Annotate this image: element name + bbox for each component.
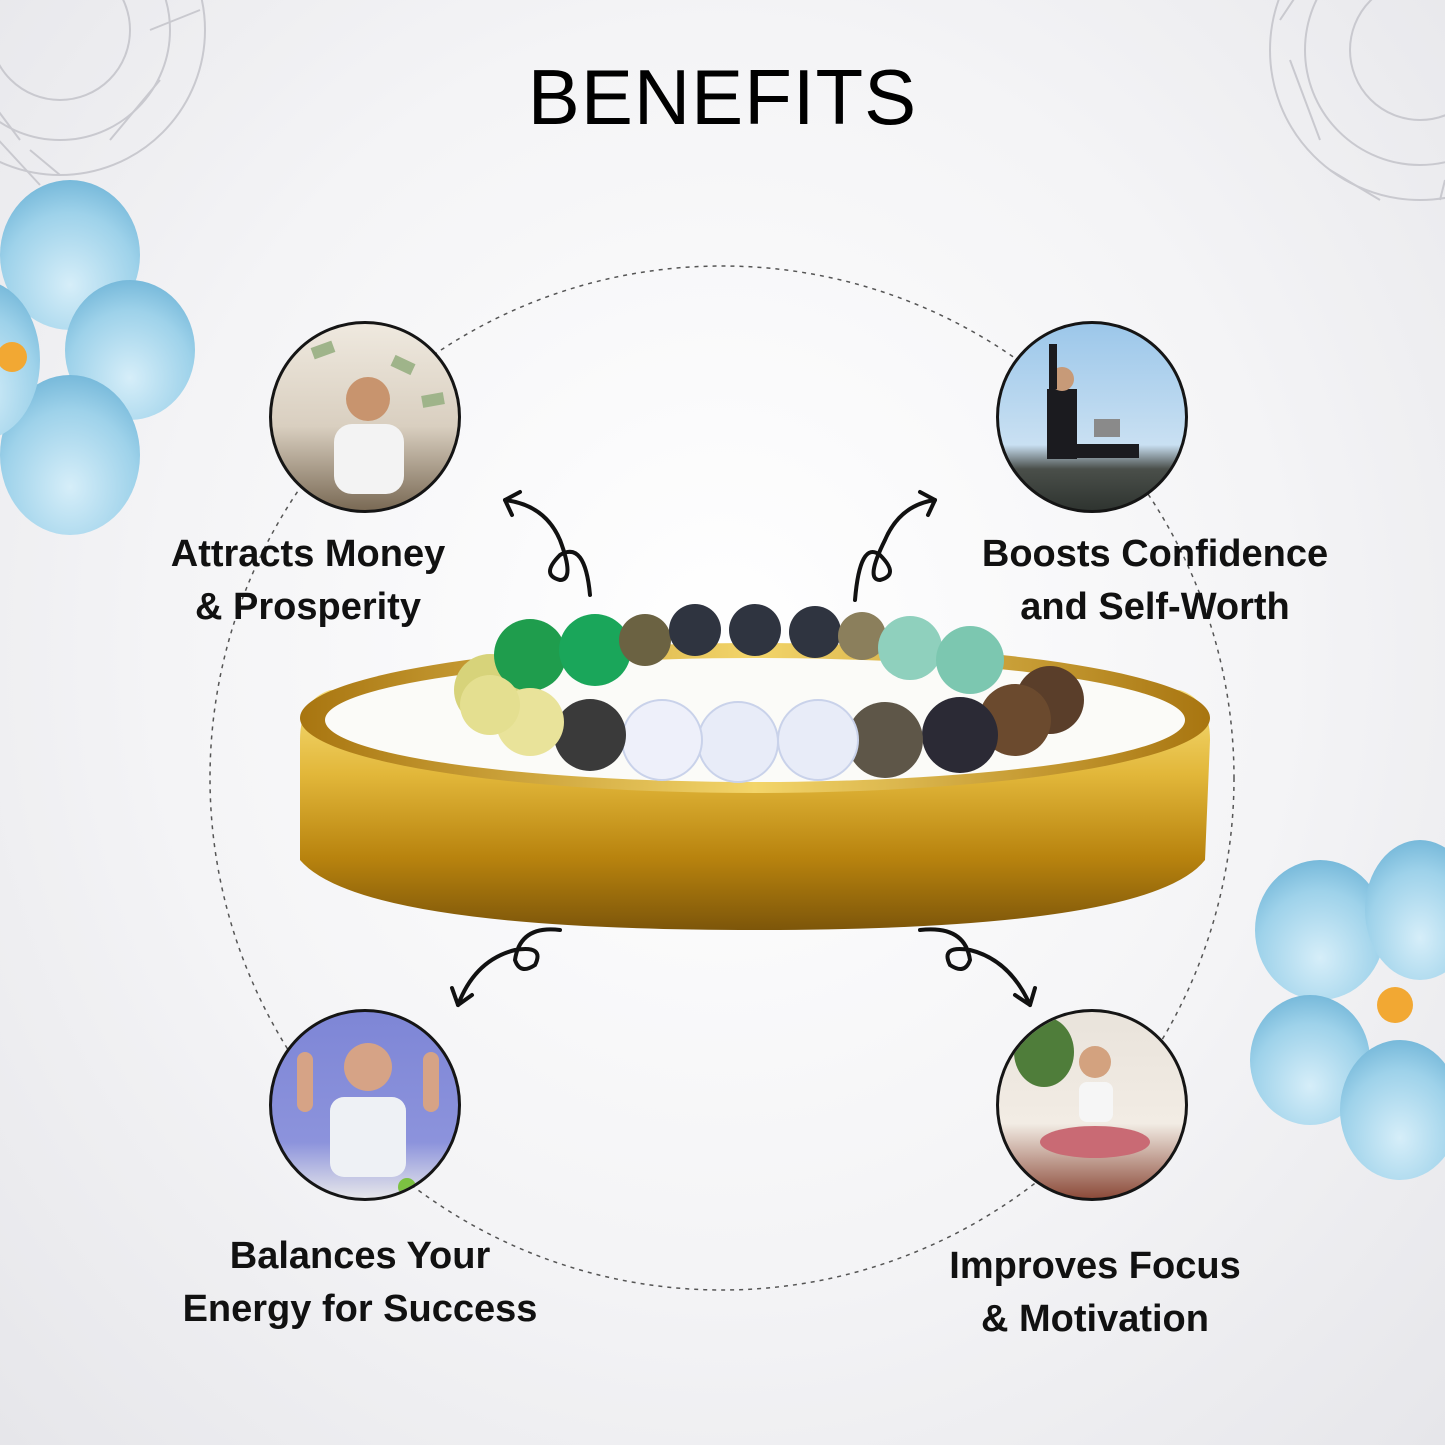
curly-arrow-icon — [1013, 986, 1037, 1007]
curly-arrow-icon — [853, 498, 937, 602]
flower-icon — [1250, 840, 1445, 1180]
benefit-label-focus: Improves Focus & Motivation — [949, 1245, 1241, 1340]
meditating-woman-photo-icon — [996, 1009, 1188, 1201]
dashed-ring — [209, 265, 1235, 1291]
curly-arrow-icon — [503, 490, 522, 517]
curly-arrow-icon — [918, 927, 1032, 1007]
mandala-ornament-icon — [0, 0, 206, 186]
curly-arrow-icon — [456, 927, 562, 1007]
benefit-label-energy: Balances Your Energy for Success — [182, 1235, 538, 1330]
confident-businessman-photo-icon — [996, 321, 1188, 513]
curly-arrow-icon — [918, 490, 937, 517]
gemstone-bracelet — [454, 604, 1084, 783]
benefit-label-money: Attracts Money & Prosperity — [170, 533, 446, 628]
money-rain-photo-icon — [269, 321, 461, 513]
page-title: BENEFITS — [527, 53, 918, 141]
mandala-ornament-icon — [1269, 0, 1445, 201]
thumbs-self-man-photo-icon — [269, 1009, 461, 1201]
curly-arrow-icon — [450, 986, 474, 1007]
flower-icon — [0, 180, 195, 535]
benefit-label-confidence: Boosts Confidence and Self-Worth — [981, 533, 1329, 628]
curly-arrow-icon — [503, 498, 592, 597]
